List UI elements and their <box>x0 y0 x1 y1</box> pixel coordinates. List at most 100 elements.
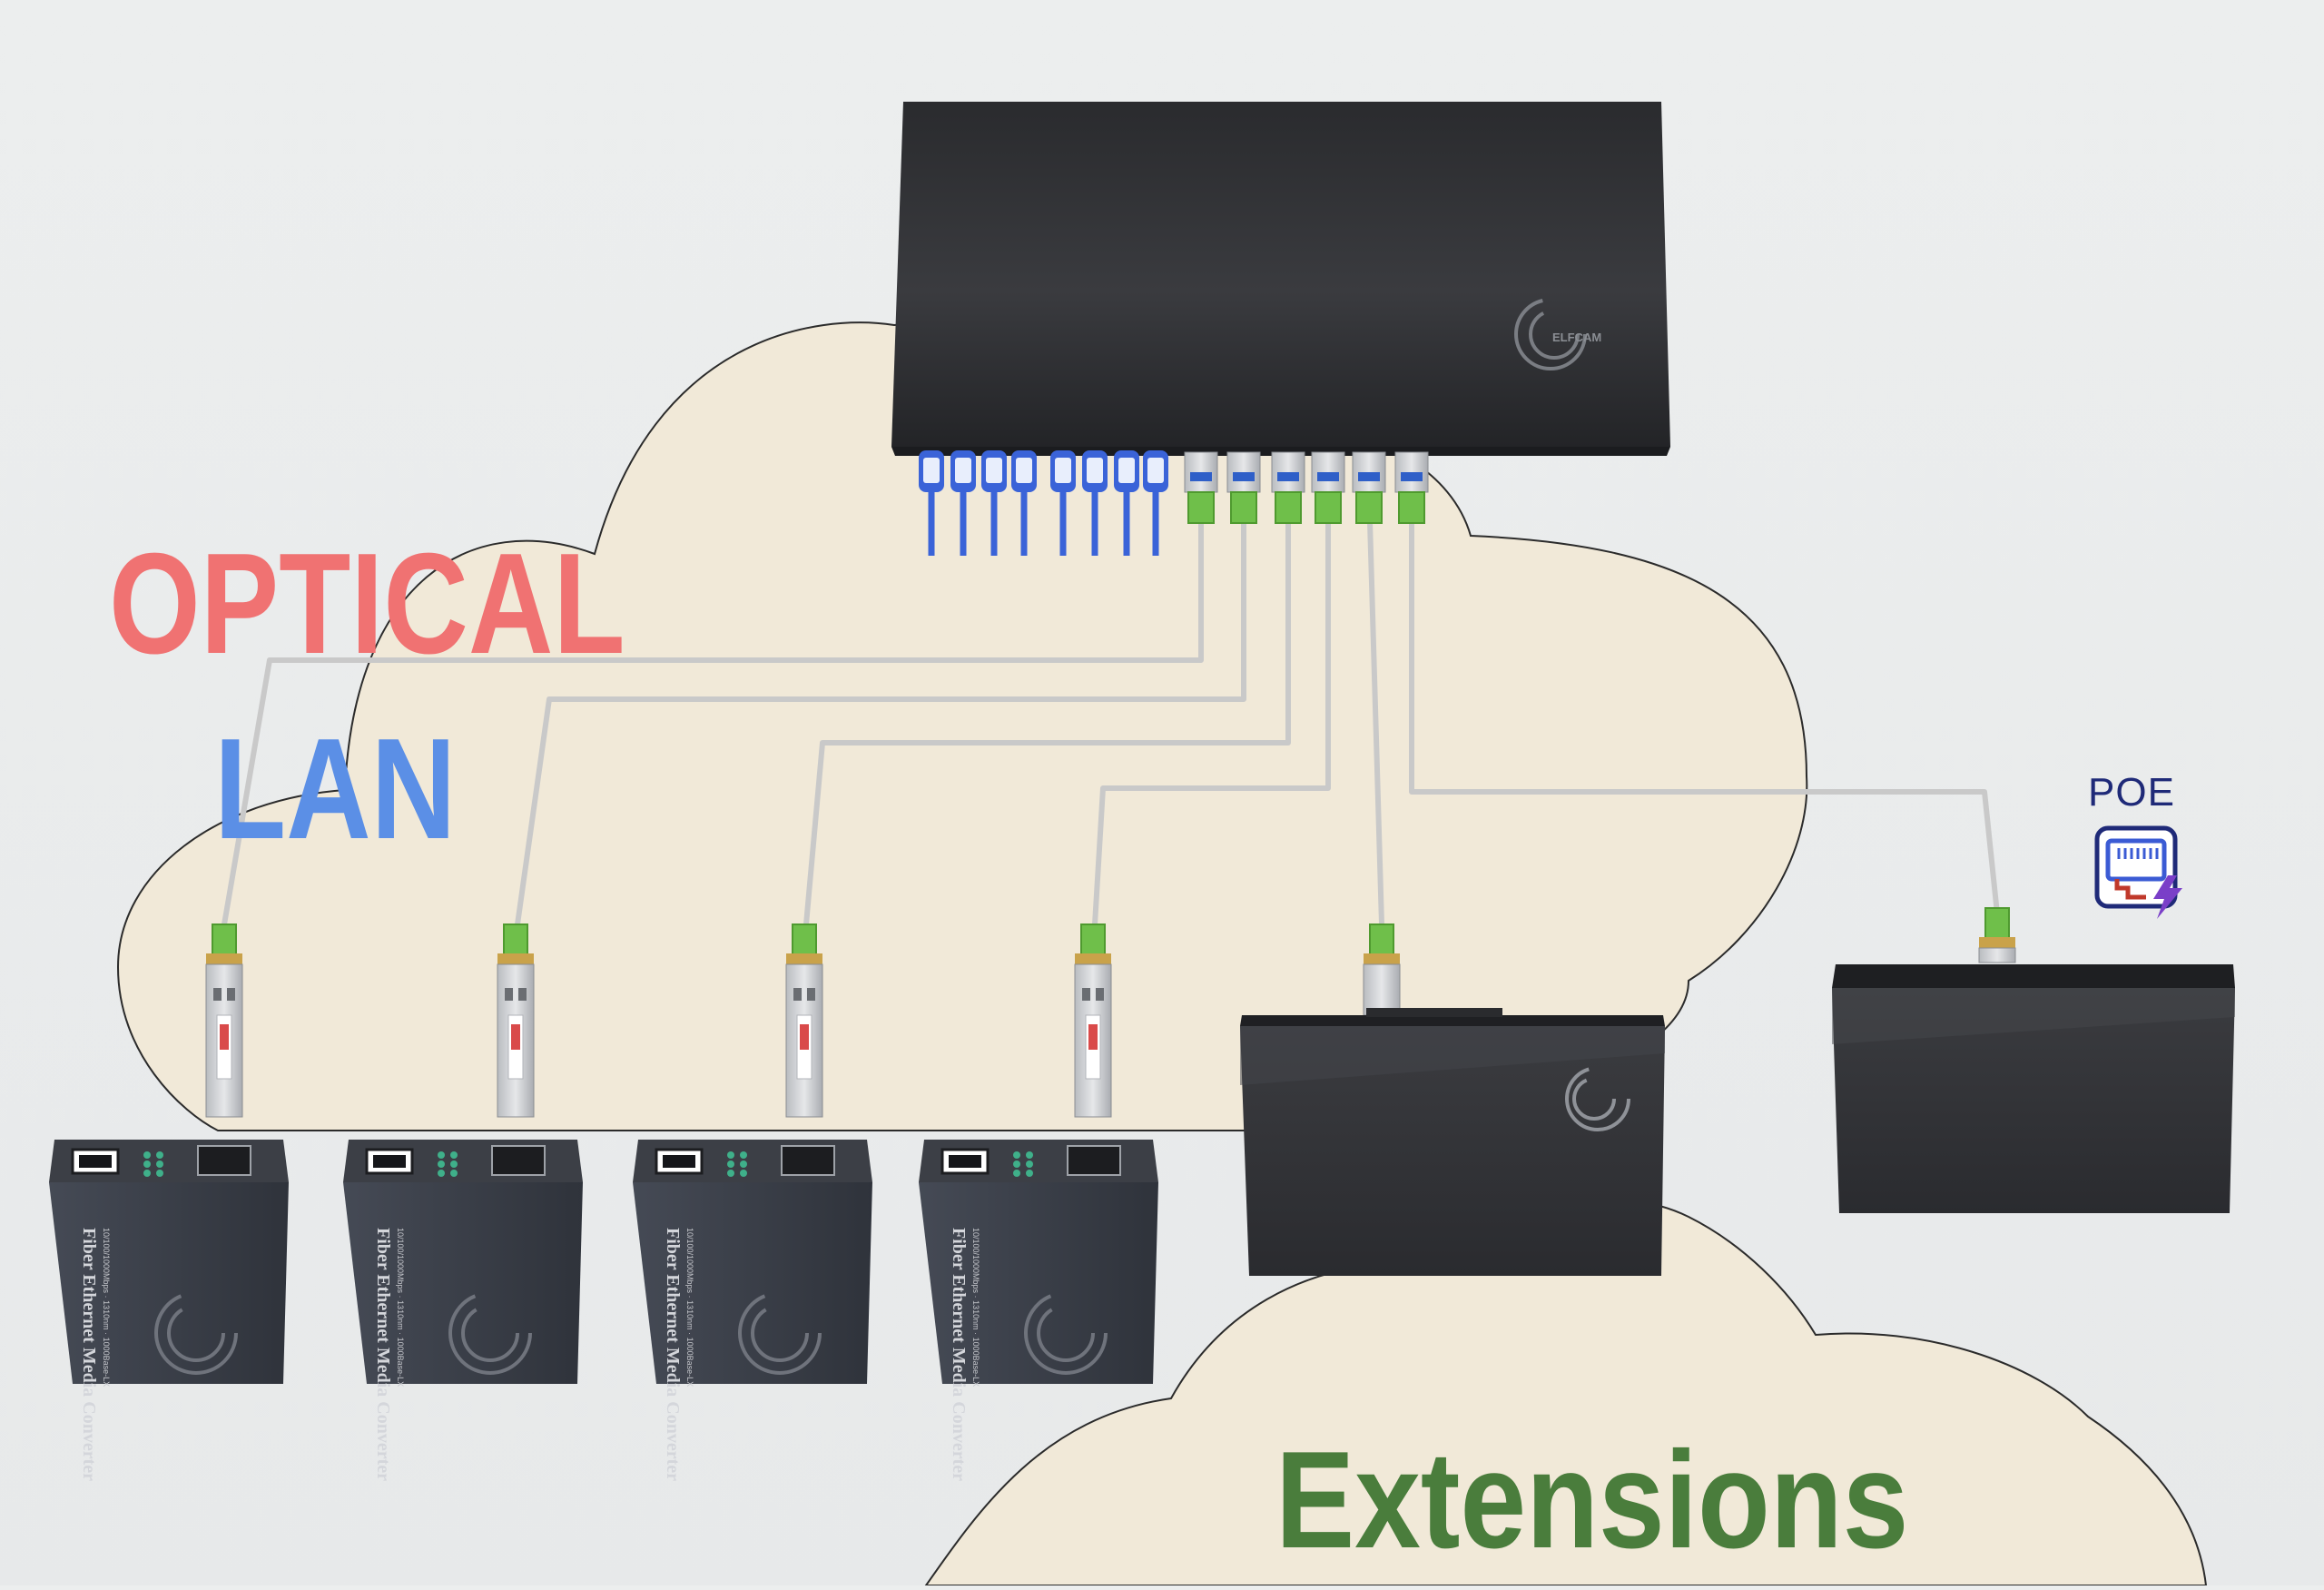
elfcam-logo-icon <box>154 1291 238 1375</box>
lc-connector <box>792 923 817 956</box>
fiber-cable-3 <box>803 490 1291 925</box>
sfp-latch <box>1401 472 1423 481</box>
logo-ring-outer <box>448 1291 532 1375</box>
status-led <box>156 1170 163 1177</box>
fiber-cable-5 <box>1366 489 1384 925</box>
status-led <box>450 1160 458 1168</box>
logo-ring-inner <box>1037 1304 1095 1362</box>
status-led <box>1026 1170 1033 1177</box>
sfp-body <box>1363 963 1401 1016</box>
sfp-latch <box>1233 472 1255 481</box>
status-led <box>438 1160 445 1168</box>
ethernet-plug-window <box>923 458 940 483</box>
lc-connector <box>503 923 528 956</box>
lc-connector <box>1275 491 1302 524</box>
status-led <box>1013 1170 1020 1177</box>
logo-ring-inner <box>751 1304 809 1362</box>
sfp-slot <box>491 1145 546 1176</box>
converter-title: Fiber Ethernet Media Converter <box>949 1228 969 1481</box>
main-switch-body <box>891 102 1670 447</box>
sfp-port-b <box>227 988 235 1001</box>
main-switch: ELFCAM <box>891 102 1670 456</box>
status-led <box>740 1160 747 1168</box>
sfp-bail <box>497 953 534 964</box>
lc-connector <box>1369 923 1394 956</box>
ethernet-plug-window <box>1087 458 1103 483</box>
lc-connector <box>1355 491 1383 524</box>
converter-front <box>633 1182 872 1384</box>
status-led <box>156 1160 163 1168</box>
sfp-latch <box>1317 472 1339 481</box>
sfp-latch <box>1277 472 1299 481</box>
rj45-port-slot <box>663 1155 695 1168</box>
ethernet-cable-1 <box>919 450 944 556</box>
optical-label: OPTICAL <box>109 524 625 684</box>
ethernet-cable-2 <box>950 450 976 556</box>
poe-switch-top <box>1832 964 2235 988</box>
switch-sfp-1 <box>1184 451 1218 524</box>
status-led <box>438 1170 445 1177</box>
lc-connector <box>1984 907 2010 940</box>
switch-sfp-modules <box>1184 451 1429 524</box>
logo-ring-outer <box>154 1291 238 1375</box>
sfp-port-a <box>1082 988 1090 1001</box>
remote-sfp-modules <box>205 907 2016 1118</box>
ethernet-cable-8 <box>1143 450 1168 556</box>
logo-ring-inner <box>461 1304 519 1362</box>
rj45-port-slot <box>949 1155 981 1168</box>
status-led <box>143 1151 151 1159</box>
converter-front <box>49 1182 289 1384</box>
fiber-cable-4 <box>1092 490 1331 925</box>
status-led <box>1013 1151 1020 1159</box>
ethernet-plug-window <box>986 458 1002 483</box>
sfp-label-mark <box>511 1024 520 1050</box>
ethernet-plug-window <box>955 458 971 483</box>
switch-sfp-6 <box>1394 451 1429 524</box>
lc-connector <box>1187 491 1215 524</box>
converter-title: Fiber Ethernet Media Converter <box>373 1228 393 1481</box>
sfp-latch <box>1190 472 1212 481</box>
logo-ring-inner <box>167 1304 225 1362</box>
status-led <box>450 1170 458 1177</box>
sfp-latch <box>1358 472 1380 481</box>
poe-switch <box>1832 964 2235 1213</box>
remote-sfp-5 <box>1363 923 1401 1016</box>
fiber-cables <box>222 489 2000 925</box>
sfp-label-mark <box>800 1024 809 1050</box>
remote-sfp-1 <box>205 923 243 1118</box>
remote-sfp-3 <box>785 923 823 1118</box>
logo-ring-outer <box>738 1291 822 1375</box>
sfp-port-b <box>518 988 527 1001</box>
status-led <box>727 1160 734 1168</box>
lc-connector <box>212 923 237 956</box>
sfp-slot <box>1067 1145 1121 1176</box>
ethernet-plug-window <box>1055 458 1071 483</box>
sfp-port-a <box>505 988 513 1001</box>
elfcam-logo-icon <box>738 1291 822 1375</box>
status-led <box>727 1170 734 1177</box>
fiber-cable-2 <box>515 490 1246 925</box>
poe-label: POE <box>2088 770 2175 815</box>
main-switch-logo: ELFCAM <box>1514 298 1601 370</box>
extension-switch-body <box>1240 1026 1665 1276</box>
switch-sfp-5 <box>1352 451 1386 524</box>
sfp-port-a <box>213 988 222 1001</box>
sfp-slot <box>197 1145 251 1176</box>
switch-sfp-3 <box>1271 451 1305 524</box>
extension-switch <box>1240 1008 1665 1276</box>
status-led <box>450 1151 458 1159</box>
fiber-cable-1 <box>222 490 1204 925</box>
lc-connector <box>1315 491 1342 524</box>
fiber-cable-6 <box>1409 490 2000 914</box>
poe-switch-sheen <box>1832 988 2235 1044</box>
status-led <box>1026 1151 1033 1159</box>
ethernet-cable-6 <box>1082 450 1108 556</box>
ethernet-cable-4 <box>1011 450 1037 556</box>
ethernet-cable-3 <box>981 450 1007 556</box>
lc-connector <box>1080 923 1106 956</box>
